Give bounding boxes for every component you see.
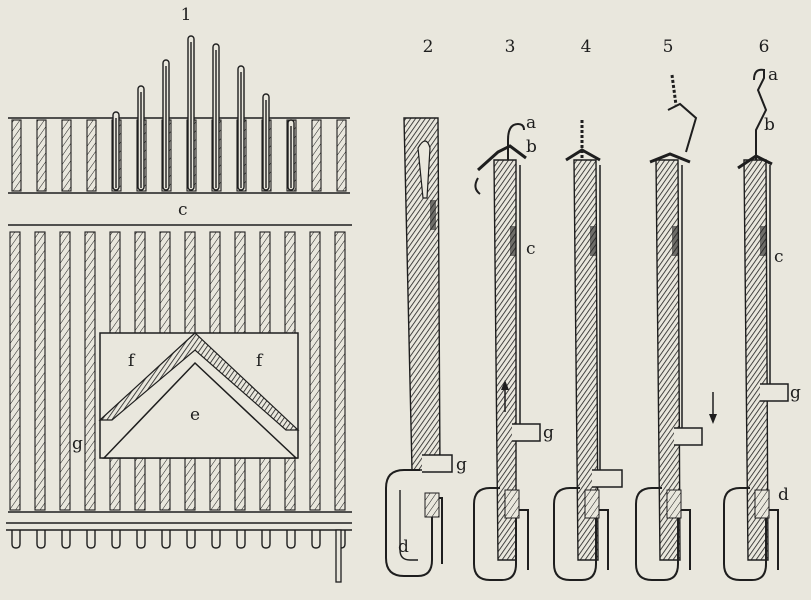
figure-number-4: 4 — [581, 37, 592, 57]
figure-number-3: 3 — [505, 37, 516, 57]
comb-tooth — [36, 530, 46, 549]
figure-5-drawing — [635, 74, 717, 581]
top-slot — [311, 119, 322, 192]
comb-tooth — [186, 530, 196, 549]
main-slot — [309, 231, 321, 511]
top-board-slots — [11, 119, 347, 192]
figure-6-drawing — [723, 68, 789, 581]
label-c-fig1: c — [178, 200, 188, 220]
comb-tooth — [161, 530, 171, 549]
figure-4-drawing — [553, 120, 623, 581]
label-a-fig6: a — [768, 65, 778, 85]
comb-teeth — [11, 529, 346, 583]
label-b-fig6: b — [764, 115, 775, 135]
arrow-up-icon — [501, 380, 509, 390]
figure-3-drawing — [473, 122, 541, 581]
comb-tooth — [111, 530, 121, 549]
top-slot — [336, 119, 347, 192]
main-slot — [9, 231, 21, 511]
comb-tooth — [86, 530, 96, 549]
label-a-fig3: a — [526, 113, 536, 133]
label-f-left: f — [128, 351, 136, 371]
figure-number-1: 1 — [181, 5, 192, 25]
hook-bars — [385, 68, 789, 581]
comb-long-pin — [335, 529, 342, 583]
figure-number-2: 2 — [423, 37, 434, 57]
label-d-fig6: d — [778, 485, 789, 505]
figure-number-6: 6 — [759, 37, 770, 57]
comb-tooth — [61, 530, 71, 549]
figure-number-5: 5 — [663, 37, 674, 57]
label-b-fig3: b — [526, 137, 537, 157]
top-slot — [86, 119, 97, 192]
comb-tooth — [136, 530, 146, 549]
arrow-down-icon — [709, 414, 717, 424]
part-labels: c f f e g g d a b c g a b c g d — [72, 65, 801, 557]
top-slot — [36, 119, 47, 192]
figure-1-drawing — [6, 35, 352, 583]
label-g-fig6: g — [790, 383, 801, 403]
main-slot — [59, 231, 71, 511]
label-d-fig2: d — [398, 537, 409, 557]
comb-tooth — [211, 530, 221, 549]
label-f-right: f — [256, 351, 264, 371]
main-slot — [34, 231, 46, 511]
figure-2-drawing — [385, 117, 453, 577]
comb-tooth — [261, 530, 271, 549]
comb-tooth — [286, 530, 296, 549]
label-e: e — [190, 405, 200, 425]
comb-tooth — [311, 530, 321, 549]
label-g-fig1: g — [72, 434, 83, 454]
top-slot — [61, 119, 72, 192]
triangle-e — [102, 361, 298, 459]
figure-numbers: 1 2 3 4 5 6 — [181, 5, 770, 57]
label-g-fig3: g — [543, 423, 554, 443]
raised-hooks — [112, 35, 295, 191]
comb-tooth — [236, 530, 246, 549]
label-c-fig6: c — [774, 247, 784, 267]
label-g-fig2: g — [456, 455, 467, 475]
chevron-band — [98, 332, 300, 431]
main-slot — [334, 231, 346, 511]
main-slot — [84, 231, 96, 511]
label-c-fig3: c — [526, 239, 536, 259]
comb-tooth — [11, 530, 21, 549]
top-slot — [11, 119, 22, 192]
